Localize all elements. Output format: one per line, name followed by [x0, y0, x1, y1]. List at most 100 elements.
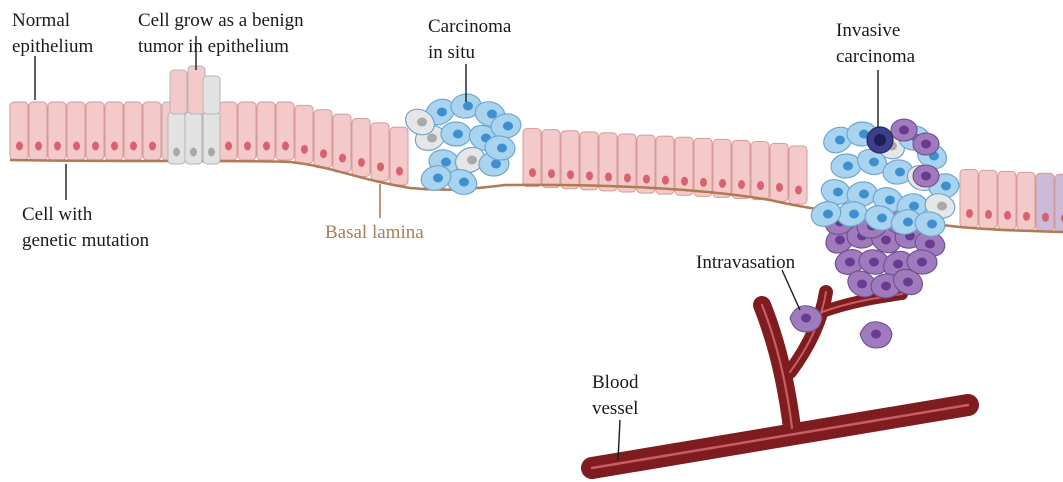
invasive-carcinoma-mass — [808, 119, 961, 302]
cell-nucleus — [903, 218, 913, 227]
epithelial-cell — [580, 132, 598, 190]
epithelial-cell — [124, 102, 142, 160]
cell-nucleus — [497, 144, 507, 153]
pointer-intravasation — [782, 270, 800, 310]
epithelial-cell — [67, 102, 85, 160]
cell-nucleus — [877, 214, 887, 223]
cell-nucleus — [427, 134, 437, 143]
epithelial-cell — [371, 123, 389, 181]
label-blood-vessel: Blood vessel — [592, 372, 643, 419]
cell-nucleus — [73, 142, 80, 151]
label-invasive-carcinoma: Invasive carcinoma — [836, 20, 916, 67]
cell-nucleus — [173, 148, 180, 157]
cell-nucleus — [895, 168, 905, 177]
cell-nucleus — [681, 177, 688, 186]
cell-nucleus — [927, 220, 937, 229]
label-benign-tumor: Cell grow as a benign tumor in epitheliu… — [138, 10, 308, 57]
cell-nucleus — [301, 145, 308, 154]
carcinoma-in-situ-mass — [401, 92, 523, 198]
cell-nucleus — [487, 110, 497, 119]
blood-vessel-outer — [592, 292, 968, 468]
cell-nucleus — [225, 142, 232, 151]
cell-nucleus — [320, 149, 327, 158]
label-normal-epithelium: Normal epithelium — [12, 10, 93, 57]
cell-nucleus — [795, 185, 802, 194]
cell-nucleus — [903, 278, 913, 287]
epithelial-cell — [238, 102, 256, 160]
cell-nucleus — [843, 162, 853, 171]
benign-tumor — [168, 66, 220, 164]
epithelial-cell — [960, 169, 978, 227]
cell-nucleus — [358, 158, 365, 167]
cell-nucleus — [893, 260, 903, 269]
blood-vessel — [592, 292, 968, 468]
cell-nucleus — [1023, 212, 1030, 221]
cell-nucleus — [441, 158, 451, 167]
cell-nucleus — [909, 202, 919, 211]
cell-nucleus — [869, 258, 879, 267]
cell-nucleus — [491, 160, 501, 169]
epithelial-cell — [257, 102, 275, 160]
cell-nucleus — [871, 330, 881, 339]
epithelial-cell — [29, 102, 47, 160]
cell-nucleus — [433, 174, 443, 183]
cell-nucleus — [859, 190, 869, 199]
label-carcinoma-in-situ: Carcinoma in situ — [428, 16, 516, 63]
cell-nucleus — [776, 183, 783, 192]
cell-nucleus — [833, 188, 843, 197]
epithelial-cell — [333, 114, 351, 172]
epithelial-cell — [542, 130, 560, 188]
cell-nucleus — [190, 148, 197, 157]
epithelial-cell — [770, 143, 788, 201]
cell-nucleus — [899, 126, 909, 135]
epithelial-cell — [219, 102, 237, 160]
epithelial-cell — [561, 131, 579, 189]
label-intravasation: Intravasation — [696, 252, 796, 273]
cell-nucleus — [282, 142, 289, 151]
epithelial-cell — [618, 134, 636, 192]
cell-nucleus — [662, 176, 669, 185]
cell-nucleus — [881, 236, 891, 245]
cell-nucleus — [845, 258, 855, 267]
cell-nucleus — [921, 172, 931, 181]
epithelial-cell — [656, 136, 674, 194]
cell-nucleus — [377, 162, 384, 171]
cell-nucleus — [941, 182, 951, 191]
cell-nucleus — [548, 169, 555, 178]
epithelial-cell — [694, 138, 712, 196]
cell-nucleus — [463, 102, 473, 111]
cell-nucleus — [111, 142, 118, 151]
cell-nucleus — [966, 209, 973, 218]
cell-nucleus — [567, 170, 574, 179]
epithelial-cell — [1036, 173, 1054, 231]
cell-nucleus — [874, 134, 886, 146]
benign-tumor-cell — [203, 76, 220, 114]
epithelial-cell — [1017, 172, 1035, 230]
cell-nucleus — [396, 167, 403, 176]
cell-nucleus — [738, 180, 745, 189]
cell-nucleus — [757, 181, 764, 190]
cell-nucleus — [857, 280, 867, 289]
cell-nucleus — [881, 282, 891, 291]
epithelial-cell — [675, 137, 693, 195]
epithelial-cell — [1055, 174, 1063, 232]
cell-nucleus — [417, 118, 427, 127]
epithelial-cell — [352, 118, 370, 176]
cell-nucleus — [869, 158, 879, 167]
cell-nucleus — [437, 108, 447, 117]
epithelial-cell — [599, 133, 617, 191]
cell-nucleus — [529, 168, 536, 177]
epithelial-cell — [10, 102, 28, 160]
cell-nucleus — [453, 130, 463, 139]
cell-nucleus — [149, 142, 156, 151]
epithelial-cell — [48, 102, 66, 160]
cell-nucleus — [719, 179, 726, 188]
epithelial-cell — [789, 146, 807, 204]
cell-nucleus — [925, 240, 935, 249]
cell-nucleus — [835, 136, 845, 145]
cell-nucleus — [624, 173, 631, 182]
benign-tumor-cell — [170, 70, 187, 114]
benign-tumor-cell — [188, 66, 205, 114]
epithelial-cell — [314, 110, 332, 168]
cell-nucleus — [605, 172, 612, 181]
